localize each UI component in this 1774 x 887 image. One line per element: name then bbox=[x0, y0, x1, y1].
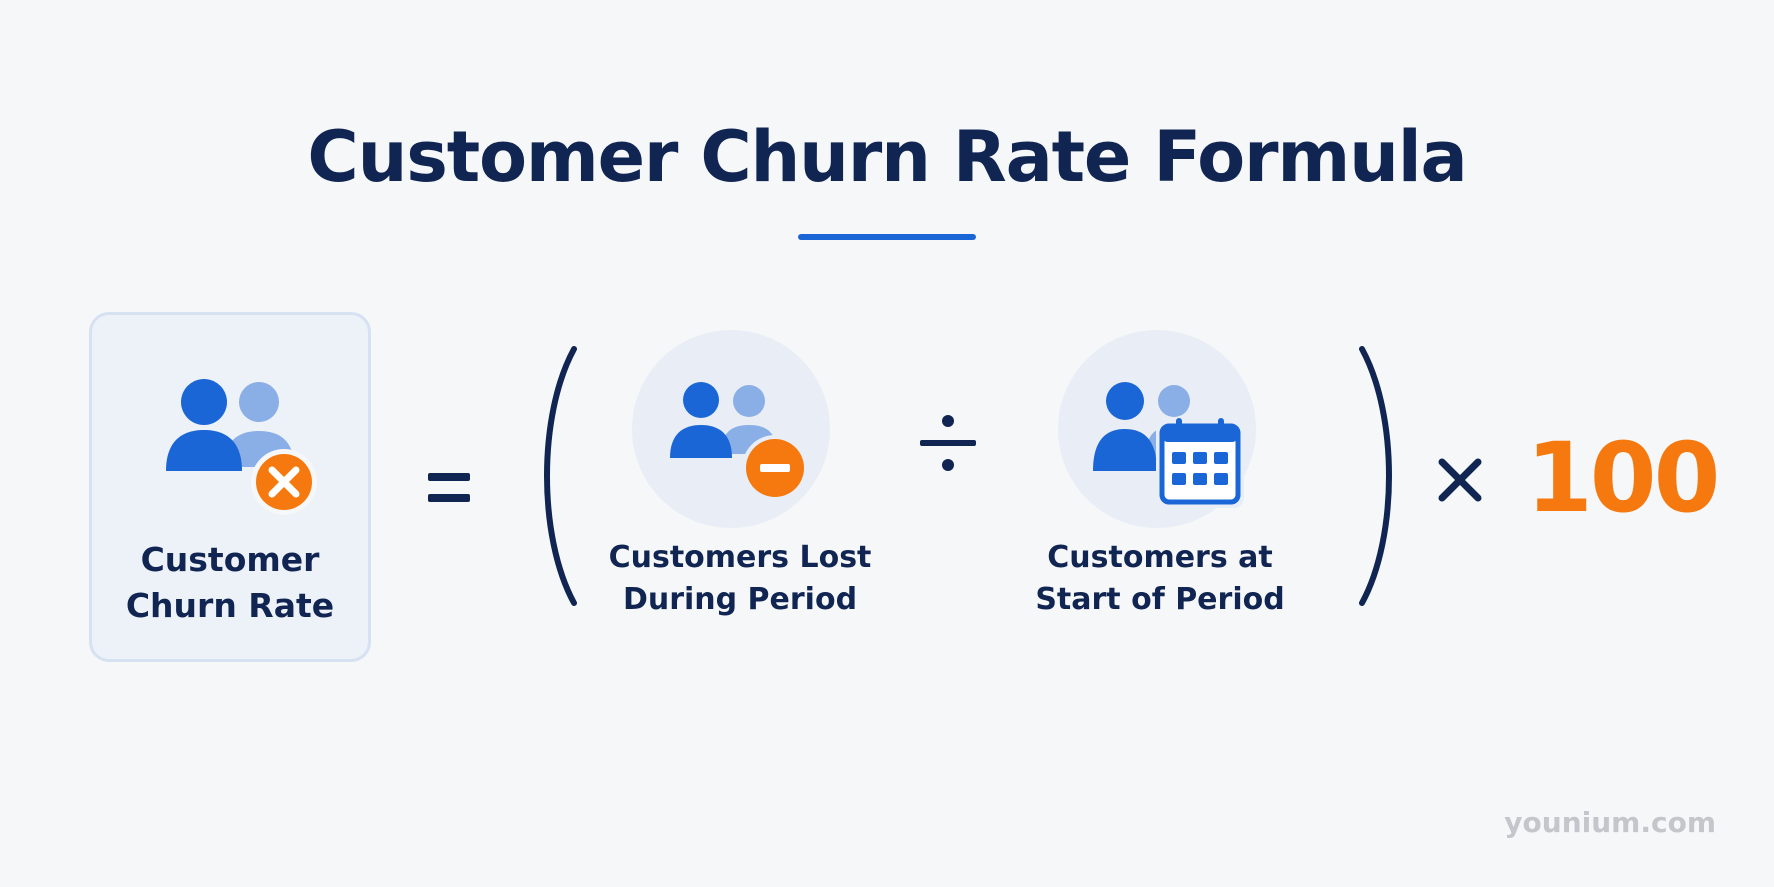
divide-sign-bottom-dot bbox=[942, 459, 954, 471]
divide-sign-top-dot bbox=[942, 415, 954, 427]
denominator-label: Customers at Start of Period bbox=[1000, 537, 1320, 621]
watermark-logo: younium.com bbox=[1504, 806, 1716, 839]
result-label: Customer Churn Rate bbox=[89, 537, 371, 629]
users-remove-icon bbox=[160, 375, 320, 515]
result-card bbox=[89, 312, 371, 662]
result-label-line1: Customer bbox=[140, 540, 320, 579]
right-parenthesis bbox=[1358, 345, 1408, 612]
multiply-sign bbox=[1438, 458, 1482, 507]
numerator-label-line1: Customers Lost bbox=[608, 540, 872, 575]
multiplier-value: 100 bbox=[1526, 422, 1720, 534]
numerator-label: Customers Lost During Period bbox=[580, 537, 900, 621]
numerator-icon-circle bbox=[632, 330, 830, 528]
numerator-label-line2: During Period bbox=[622, 582, 858, 617]
equals-sign-bottom-bar bbox=[428, 494, 470, 502]
title-underline bbox=[798, 234, 976, 240]
divide-sign-bar bbox=[920, 440, 976, 446]
users-calendar-icon bbox=[1090, 380, 1270, 520]
users-minus-icon bbox=[665, 380, 815, 505]
result-label-line2: Churn Rate bbox=[125, 586, 335, 625]
equals-sign-top-bar bbox=[428, 473, 470, 481]
denominator-label-line2: Start of Period bbox=[1035, 582, 1285, 617]
left-parenthesis bbox=[528, 345, 578, 612]
page-title: Customer Churn Rate Formula bbox=[307, 116, 1467, 198]
denominator-label-line1: Customers at bbox=[1047, 540, 1273, 575]
